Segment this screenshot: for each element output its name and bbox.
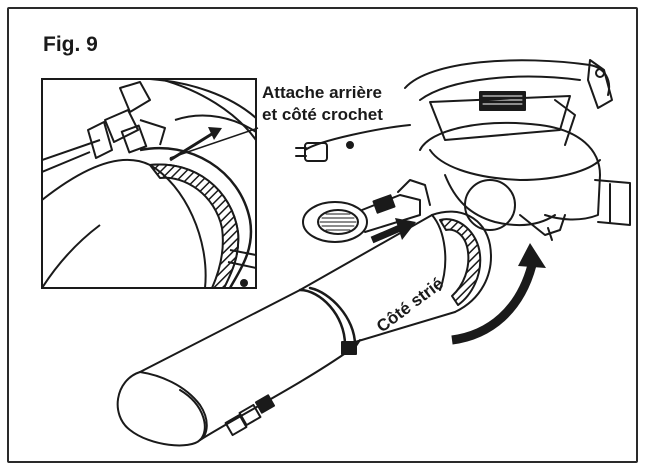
leader-line xyxy=(169,127,259,159)
attachment-callout: Attache arrière et côté crochet xyxy=(262,82,383,126)
push-arrow-icon xyxy=(370,218,416,244)
figure-label: Fig. 9 xyxy=(43,33,98,56)
machine-body xyxy=(116,59,631,447)
callout-line-1: Attache arrière xyxy=(262,83,383,102)
inset-detail xyxy=(41,78,257,289)
callout-line-2: et côté crochet xyxy=(262,105,383,124)
curved-arrow-icon xyxy=(451,243,546,345)
